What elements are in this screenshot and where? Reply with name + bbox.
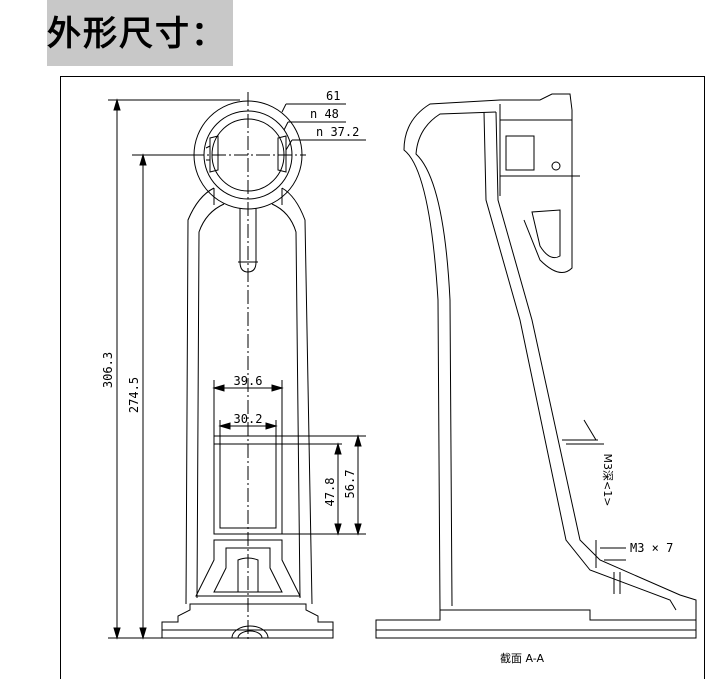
dim-306-3: 306.3 <box>101 352 115 388</box>
dim-47-8: 47.8 <box>323 478 337 507</box>
dim-274-5: 274.5 <box>127 377 141 413</box>
drawing-frame <box>60 76 705 679</box>
dim-56-7: 56.7 <box>343 470 357 499</box>
dim-n372: n 37.2 <box>316 125 359 139</box>
thread-m3x7: M3 × 7 <box>630 541 673 555</box>
section-label: 截面 A-A <box>500 651 545 665</box>
centerlines <box>190 92 306 640</box>
dim-30-2: 30.2 <box>234 412 263 426</box>
thread-m3-depth: M3深<1> <box>601 454 614 507</box>
section-view <box>375 93 697 639</box>
title-background <box>47 0 233 66</box>
dimension-lines <box>108 98 366 640</box>
dim-n48: n 48 <box>310 107 339 121</box>
dim-61: 61 <box>326 89 340 103</box>
page-title: 外形尺寸： <box>47 14 227 54</box>
dim-39-6: 39.6 <box>234 374 263 388</box>
